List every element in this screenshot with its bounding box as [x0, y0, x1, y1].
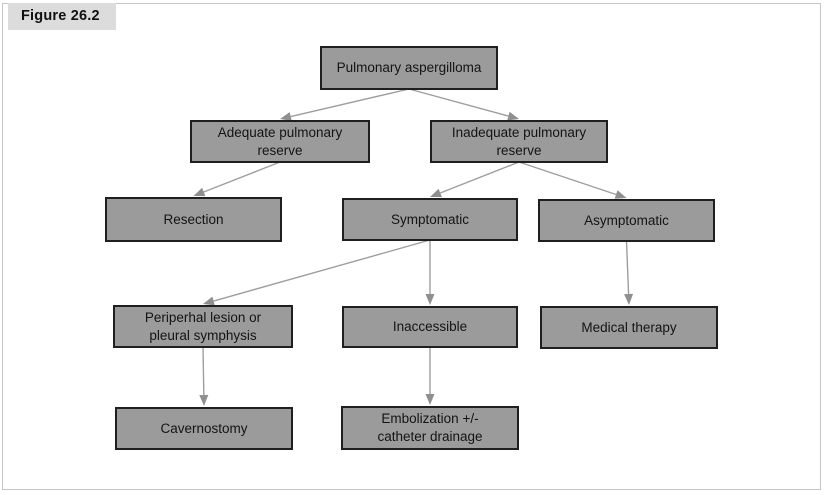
node-cavernostomy: Cavernostomy [115, 407, 293, 450]
node-peripheral-lesion-or-pleural-symphysis: Periperhal lesion or pleural symphysis [113, 305, 293, 348]
figure-label: Figure 26.2 [8, 3, 116, 30]
edge-adequate_reserve-resection [203, 161, 281, 193]
arrowhead-peripheral_lesion-cavernostomy [199, 394, 209, 406]
node-embolization-catheter-drainage: Embolization +/- catheter drainage [341, 406, 519, 450]
arrowhead-pulmonary_aspergilloma-adequate_reserve [280, 112, 292, 121]
edge-peripheral_lesion-cavernostomy [202, 346, 205, 396]
node-label: Inaccessible [392, 319, 468, 335]
node-resection: Resection [105, 197, 282, 242]
node-asymptomatic: Asymptomatic [538, 199, 715, 242]
arrowhead-inadequate_reserve-asymptomatic [614, 190, 627, 199]
node-label: Symptomatic [390, 211, 470, 227]
edge-pulmonary_aspergilloma-adequate_reserve [290, 88, 410, 118]
node-medical-therapy: Medical therapy [540, 306, 718, 349]
arrowhead-symptomatic-peripheral_lesion [203, 296, 215, 306]
edge-pulmonary_aspergilloma-inadequate_reserve [408, 88, 509, 117]
arrowhead-adequate_reserve-resection [193, 187, 206, 197]
node-adequate-pulmonary-reserve: Adequate pulmonary reserve [190, 120, 370, 163]
node-label: Pulmonary aspergilloma [336, 60, 482, 76]
node-inaccessible: Inaccessible [342, 306, 518, 348]
node-pulmonary-aspergilloma: Pulmonary aspergilloma [320, 46, 498, 90]
node-label: Adequate pulmonary reserve [217, 124, 343, 158]
edge-inadequate_reserve-symptomatic [439, 161, 520, 194]
arrowhead-pulmonary_aspergilloma-inadequate_reserve [507, 111, 519, 121]
node-inadequate-pulmonary-reserve: Inadequate pulmonary reserve [430, 120, 608, 163]
node-label: Resection [163, 211, 224, 227]
arrowhead-inadequate_reserve-symptomatic [430, 188, 442, 198]
node-label: Medical therapy [581, 319, 677, 335]
node-label: Periperhal lesion or pleural symphysis [144, 309, 262, 343]
edge-symptomatic-peripheral_lesion [213, 239, 431, 302]
node-label: Embolization +/- catheter drainage [377, 411, 483, 444]
node-label: Inadequate pulmonary reserve [451, 124, 587, 158]
edge-asymptomatic-medical_therapy [625, 240, 630, 295]
edge-inadequate_reserve-asymptomatic [518, 161, 617, 196]
node-label: Asymptomatic [584, 212, 669, 228]
node-symptomatic: Symptomatic [342, 198, 518, 241]
arrowhead-symptomatic-inaccessible [425, 294, 435, 305]
arrowhead-asymptomatic-medical_therapy [624, 293, 634, 305]
node-label: Cavernostomy [160, 420, 248, 436]
arrowhead-inaccessible-embolization [425, 394, 435, 405]
